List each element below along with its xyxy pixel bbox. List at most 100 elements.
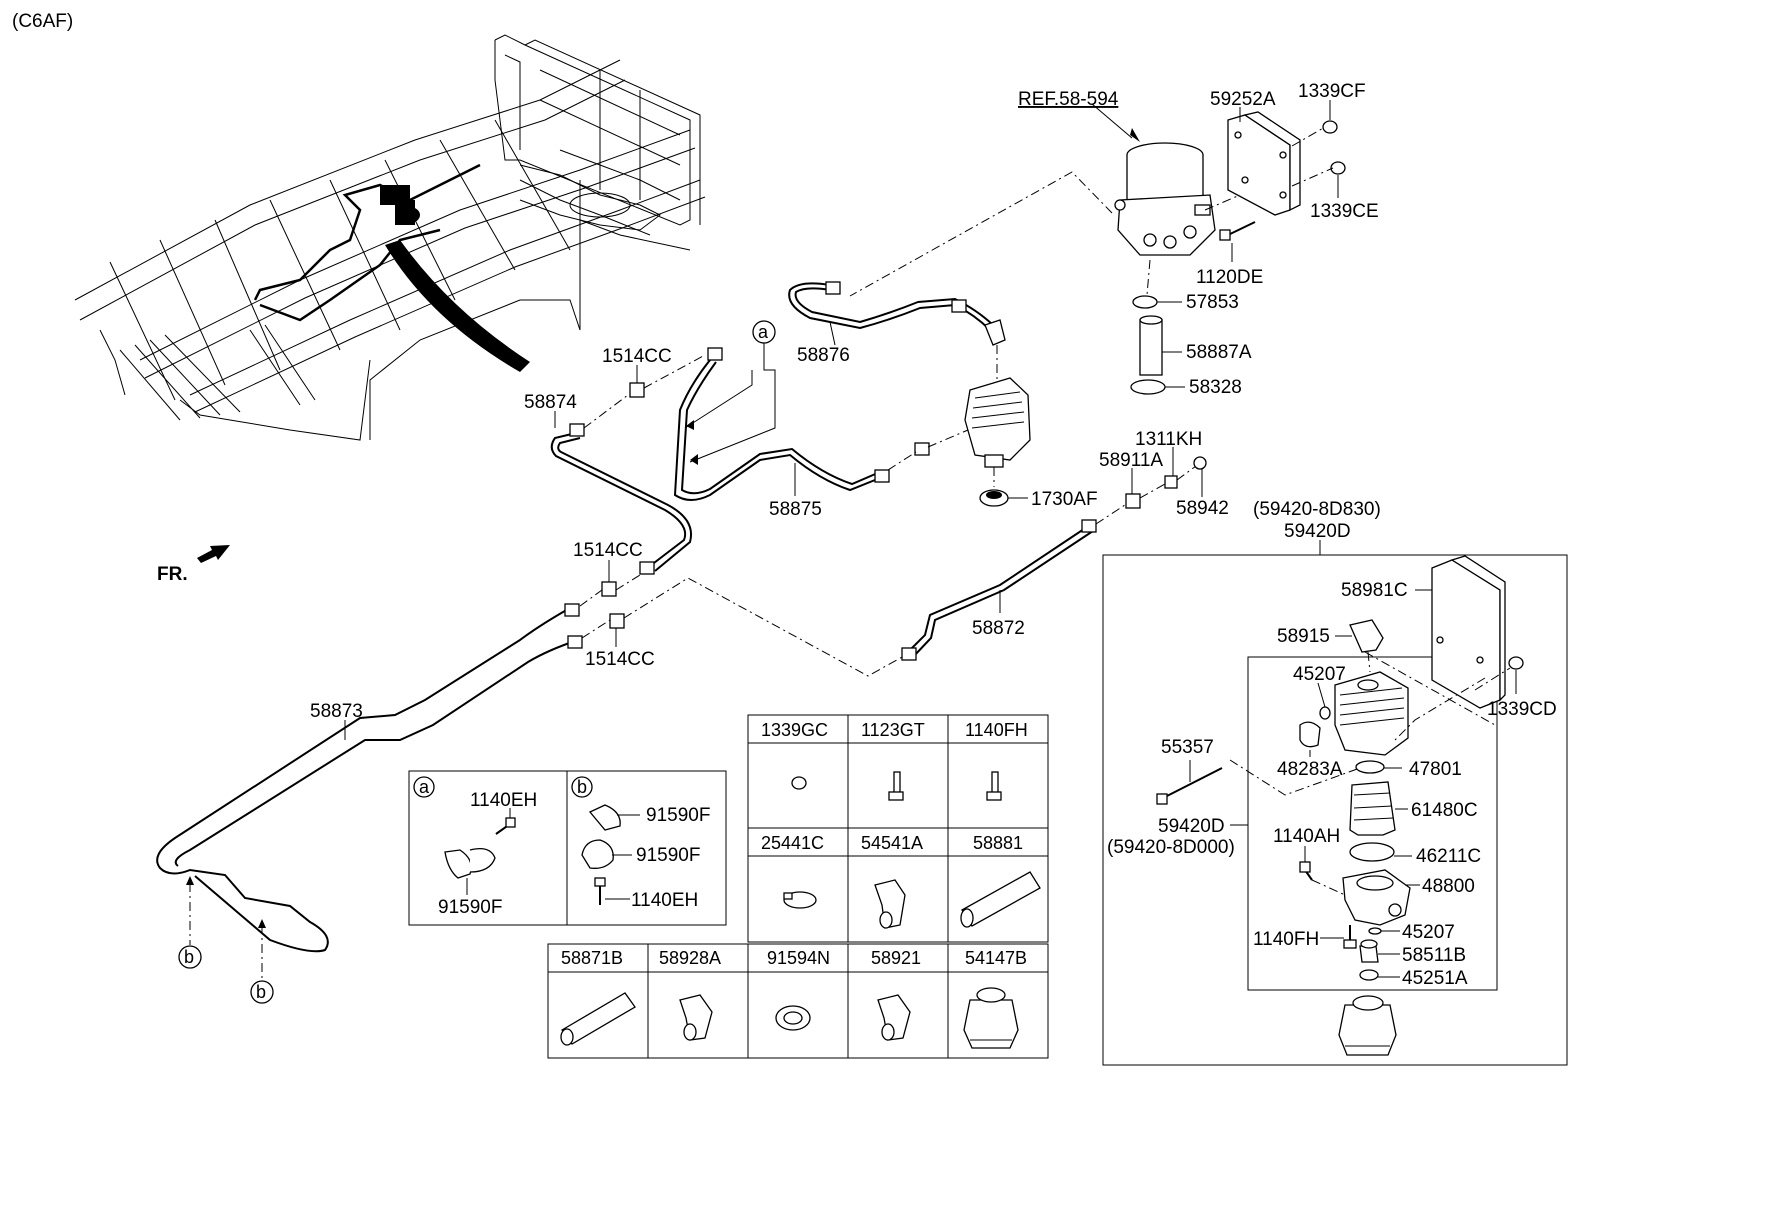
detail-b-label: b [577,777,587,797]
fitting-58911a-icon [1125,483,1166,509]
label-48800: 48800 [1422,876,1475,897]
label-ref-58-594: REF.58-594 [1018,89,1119,110]
valve-unit-illustration [964,345,1031,487]
oring-45251a-icon [1359,969,1379,981]
grid-cell-label: 58871B [561,948,623,968]
parts-grid-upper [747,714,1049,943]
detail-b-marker [571,776,593,798]
hose-58881-icon [960,871,1041,928]
frame-pipe-routing-highlight [253,163,481,322]
label-57853: 57853 [1186,292,1239,313]
nut-1339cd-icon [1508,656,1524,670]
pipe-58874 [550,394,692,575]
elbow-58915-icon [1349,619,1384,673]
grommet-91594n-icon [775,1005,811,1031]
connector-1514cc-pair [579,574,641,639]
detail-b-clamp-icon [581,804,621,905]
grid-cell-label: 58928A [659,948,721,968]
label-1140ah: 1140AH [1273,826,1340,847]
plug-48283a-icon [1299,721,1321,748]
front-label: FR. [157,564,188,585]
label-55357: 55357 [1161,737,1214,758]
grid-cell-label: 54147B [965,948,1027,968]
label-detail-a-bolt: 1140EH [470,790,537,811]
seal-46211c-icon [1349,842,1395,862]
elbow-58921-icon [877,994,911,1041]
bolt-1140ah-icon [1299,861,1346,896]
base-48800-illustration [1342,869,1411,926]
label-58875: 58875 [769,499,822,520]
label-detail-b-clamp-2: 91590F [636,845,700,866]
bracket-58981c-illustration [1431,555,1506,709]
assembly-box-59420d [1102,554,1568,1066]
label-detail-a-clamp: 91590F [438,897,502,918]
detail-a-clamp-icon [444,817,516,879]
pipe-58872 [901,502,1129,661]
label-1514cc-low: 1514CC [585,649,655,670]
label-1140fh-assembly: 1140FH [1253,929,1319,950]
label-1339cd: 1339CD [1487,699,1557,720]
callout-b-label-2: b [256,982,266,1002]
label-58915: 58915 [1277,626,1330,647]
bolt-1120de-icon [1219,221,1256,241]
label-58981c: 58981C [1341,580,1408,601]
bolt-1140fh-main-icon [1343,925,1357,949]
ring-58328-icon [1130,379,1166,395]
grid-cell-label: 1140FH [965,720,1028,740]
front-arrow-icon [197,545,230,563]
label-1339cf: 1339CF [1298,81,1366,102]
leader-lines [344,100,1517,978]
label-1514cc-top: 1514CC [602,346,672,367]
detail-a-label: a [419,777,430,797]
bolt-1123gt-icon [888,771,904,801]
nut-1339ce-icon [1330,161,1346,175]
clamp-57853-icon [1132,295,1158,309]
label-58511b: 58511B [1402,945,1466,966]
oring-45207-small-icon [1368,927,1382,935]
label-1311kh: 1311KH [1135,429,1202,450]
callout-b-marker-2 [250,980,274,1004]
grid-cell-label: 91594N [767,948,830,968]
callout-a-label: a [758,322,769,342]
bolt-1140fh-icon [986,771,1002,801]
filter-cartridge-icon [1338,995,1397,1056]
gasket-47801-icon [1355,760,1385,774]
clamp-25441c-icon [783,891,817,909]
assembly-subbox [1247,656,1498,991]
grid-cell-label: 25441C [761,833,824,853]
nut-1311kh-icon [1164,465,1197,489]
label-59420d-top: 59420D [1284,521,1351,542]
spring-61480c-icon [1349,781,1396,836]
label-48283a: 48283A [1277,759,1343,780]
label-58873: 58873 [310,701,363,722]
elbow-58928a-icon [679,994,713,1041]
bolt-55357-icon [1156,767,1223,805]
chassis-frame-illustration [74,34,706,441]
label-58942: 58942 [1176,498,1229,519]
label-58887a: 58887A [1186,342,1252,363]
nut-1339gc-icon [791,776,807,790]
label-1120de: 1120DE [1196,267,1263,288]
label-58911a: 58911A [1099,450,1163,471]
label-1730af: 1730AF [1031,489,1098,510]
label-47801: 47801 [1409,759,1462,780]
hose-58887a-icon [1139,319,1163,376]
parts-grid-lower [547,943,1049,1059]
fitting-58511b-icon [1359,939,1379,963]
callout-b-label-1: b [184,947,194,967]
label-59420-8d000: (59420-8D000) [1107,837,1235,858]
detail-a-marker [413,776,435,798]
filter-54147b-icon [963,987,1019,1049]
label-58872: 58872 [972,618,1025,639]
plug-58942-icon [1193,456,1207,470]
label-61480c: 61480C [1411,800,1478,821]
bracket-59252a-illustration [1227,111,1301,216]
label-1514cc-mid: 1514CC [573,540,643,561]
label-59252a: 59252A [1210,89,1276,110]
callout-b-marker-1 [178,945,202,969]
model-code: (C6AF) [12,11,73,32]
grid-cell-label: 54541A [861,833,923,853]
label-58876: 58876 [797,345,850,366]
air-dryer-illustration [1091,103,1216,256]
